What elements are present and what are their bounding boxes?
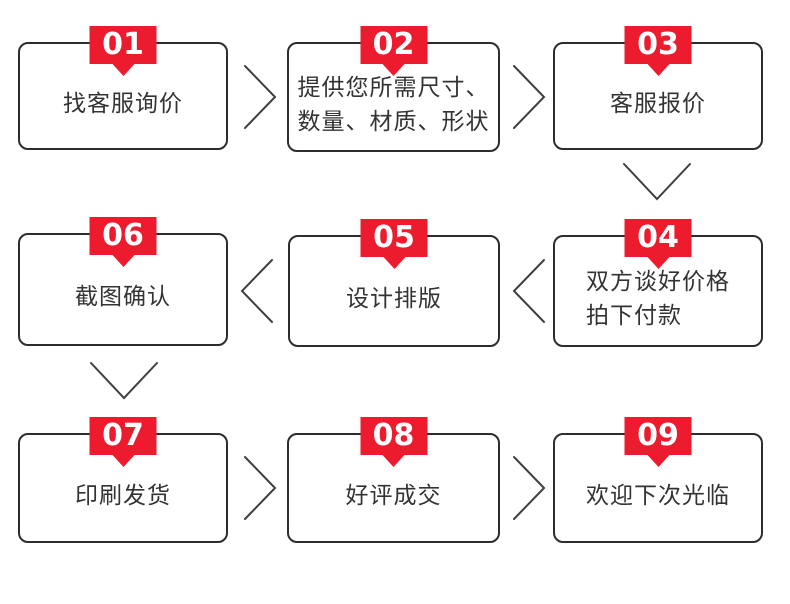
step-badge: 08 (360, 417, 427, 467)
step-badge: 05 (360, 219, 428, 269)
step-badge: 09 (624, 417, 692, 467)
step-number: 07 (102, 418, 144, 453)
badge-pointer-icon (383, 257, 405, 269)
arrow-left-icon (240, 259, 273, 323)
badge-pointer-icon (647, 64, 669, 76)
step-badge: 07 (89, 417, 157, 467)
step-box-04: 04 双方谈好价格 拍下付款 (553, 219, 763, 347)
badge-pointer-icon (647, 455, 669, 467)
step-box-08: 08 好评成交 (287, 417, 500, 543)
step-box-06: 06 截图确认 (18, 217, 228, 346)
step-label: 设计排版 (346, 284, 442, 311)
arrow-right-icon (513, 456, 546, 520)
badge-pointer-icon (382, 455, 405, 467)
step-number: 08 (372, 418, 415, 453)
arrow-right-icon (244, 456, 277, 520)
step-number: 03 (637, 27, 679, 62)
badge-pointer-icon (647, 257, 669, 269)
arrow-left-icon (512, 259, 545, 323)
step-label: 客服报价 (610, 89, 706, 116)
step-badge: 01 (89, 26, 157, 76)
step-label: 好评成交 (345, 481, 442, 508)
arrow-right-icon (244, 65, 277, 129)
step-box-05: 05 设计排版 (288, 219, 500, 347)
step-number: 05 (373, 220, 415, 255)
step-box-01: 01 找客服询价 (18, 26, 228, 150)
step-label: 双方谈好价格 拍下付款 (586, 267, 730, 329)
step-label: 截图确认 (75, 283, 171, 310)
step-label: 欢迎下次光临 (586, 481, 730, 508)
step-badge: 04 (624, 219, 692, 269)
badge-pointer-icon (112, 455, 134, 467)
step-number: 01 (102, 27, 144, 62)
step-box-09: 09 欢迎下次光临 (553, 417, 763, 543)
badge-pointer-icon (112, 255, 134, 267)
arrow-down-icon (90, 362, 158, 400)
arrow-right-icon (513, 65, 546, 129)
badge-pointer-icon (382, 64, 405, 76)
badge-pointer-icon (112, 64, 134, 76)
step-number: 04 (637, 220, 679, 255)
step-label: 找客服询价 (63, 89, 183, 116)
step-label: 印刷发货 (75, 481, 171, 508)
step-box-02: 02 提供您所需尺寸、 数量、材质、形状 (287, 26, 500, 152)
step-number: 02 (372, 27, 415, 62)
step-box-03: 03 客服报价 (553, 26, 763, 150)
step-badge: 06 (89, 217, 157, 267)
step-badge: 03 (624, 26, 692, 76)
step-number: 09 (637, 418, 679, 453)
step-box-07: 07 印刷发货 (18, 417, 228, 543)
arrow-down-icon (623, 163, 691, 201)
step-number: 06 (102, 218, 144, 253)
step-label: 提供您所需尺寸、 数量、材质、形状 (297, 73, 490, 135)
step-badge: 02 (360, 26, 427, 76)
